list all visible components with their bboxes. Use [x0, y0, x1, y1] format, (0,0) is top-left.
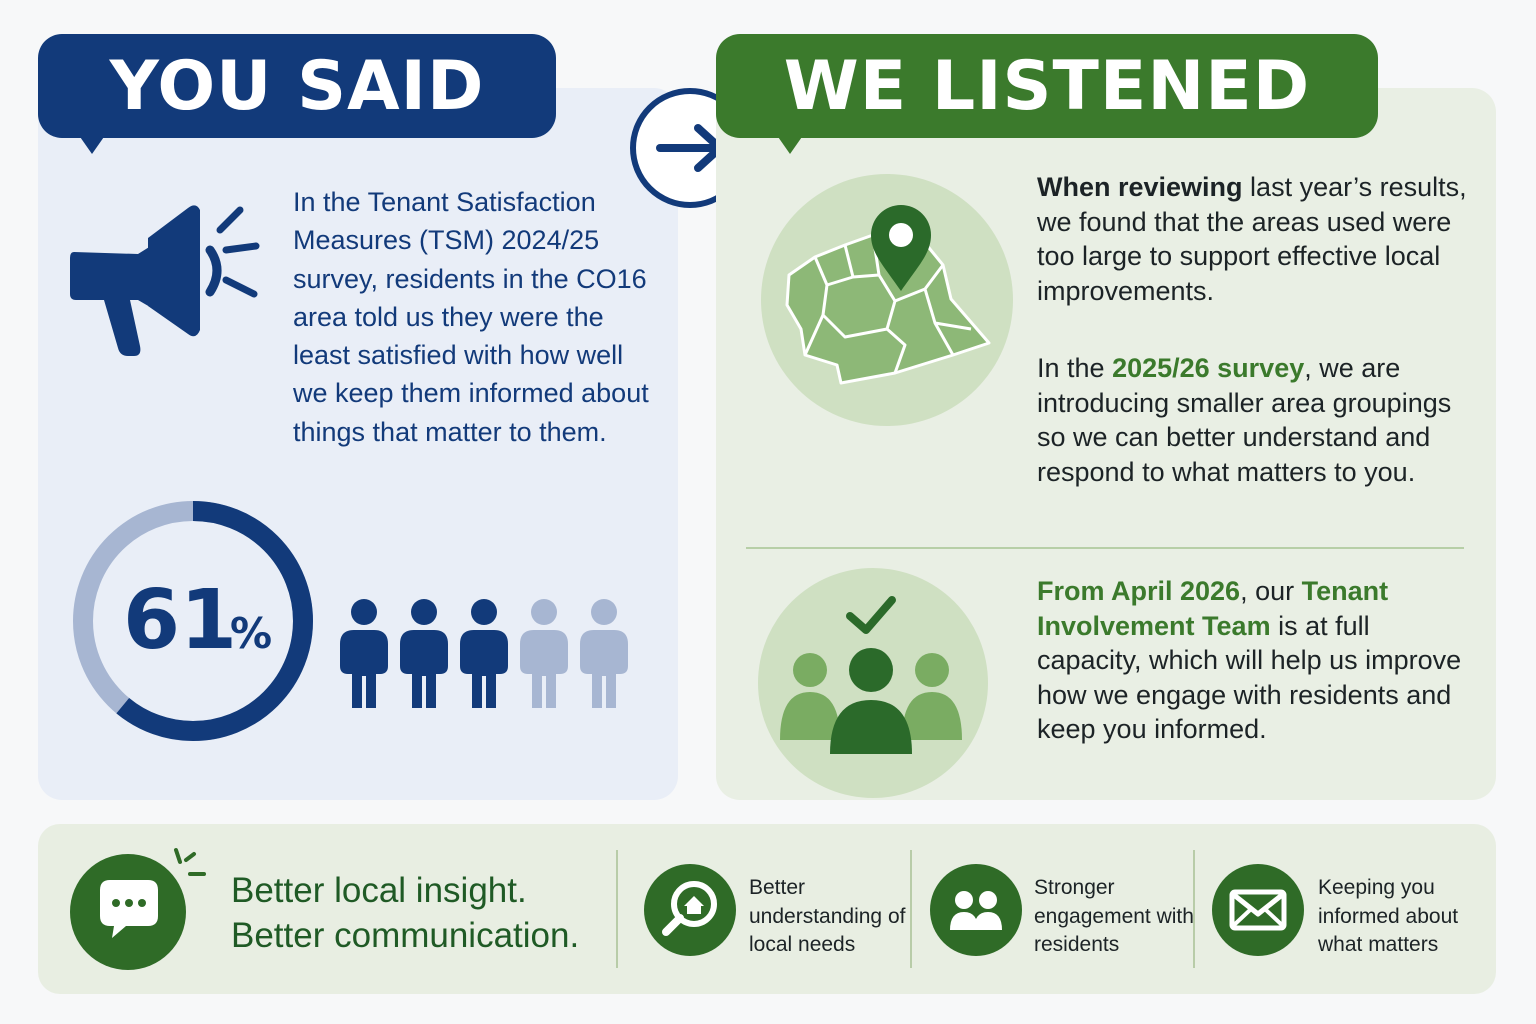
person-icon [580, 599, 628, 708]
team-check-icon [780, 596, 962, 754]
you-said-title: YOU SAID [109, 46, 485, 126]
percent-number: 61 [123, 573, 237, 668]
survey-pre: In the [1037, 353, 1113, 383]
percent-donut: 61 % [73, 501, 313, 741]
person-icon [400, 599, 448, 708]
people-row [340, 599, 628, 708]
area-map-icon [785, 205, 991, 385]
person-icon [340, 599, 388, 708]
footer-divider [616, 850, 618, 968]
envelope-icon [1212, 864, 1304, 956]
you-said-banner-tail [78, 134, 106, 154]
team-paragraph: From April 2026, our Tenant Involvement … [1037, 574, 1477, 747]
team-mid: , our [1240, 576, 1302, 606]
percent-progress-arc [73, 501, 313, 741]
footer-divider [1193, 850, 1195, 968]
percent-symbol: % [230, 609, 272, 658]
megaphone-icon [70, 205, 260, 356]
tagline-line-2: Better communication. [231, 916, 580, 955]
we-listened-banner: WE LISTENED [716, 34, 1378, 138]
date-highlight: From April 2026 [1037, 576, 1241, 606]
team-post: is at full capacity, which will help us … [1037, 610, 1462, 745]
footer-divider [910, 850, 912, 968]
footer-tagline: Better local insight. Better communicati… [231, 868, 611, 958]
footer-label-engagement: Stronger engagement with residents [1034, 876, 1194, 956]
section-divider [746, 547, 1464, 549]
footer-label-understanding: Better understanding of local needs [749, 876, 906, 956]
team-highlight: Tenant Involvement Team [1037, 576, 1389, 641]
person-icon [460, 599, 508, 708]
survey-paragraph: In the 2025/26 survey, we are introducin… [1037, 351, 1487, 489]
review-paragraph: When reviewing last year’s results, we f… [1037, 170, 1477, 308]
survey-highlight: 2025/26 survey [1112, 353, 1305, 383]
you-said-body: In the Tenant Satisfaction Measures (TSM… [293, 187, 649, 447]
we-listened-title: WE LISTENED [783, 46, 1311, 126]
chat-bubble-icon [70, 848, 206, 970]
people-icon [930, 864, 1022, 956]
person-icon [520, 599, 568, 708]
review-lead: When reviewing [1037, 172, 1243, 202]
footer-label-informed: Keeping you informed about what matters [1318, 876, 1459, 956]
we-listened-banner-tail [776, 134, 804, 154]
magnifier-house-icon [644, 864, 736, 956]
you-said-banner: YOU SAID [38, 34, 556, 138]
review-rest: last year’s results, we found that the a… [1037, 172, 1467, 306]
survey-post: , we are introducing smaller area groupi… [1037, 353, 1452, 487]
tagline-line-1: Better local insight. [231, 871, 527, 910]
